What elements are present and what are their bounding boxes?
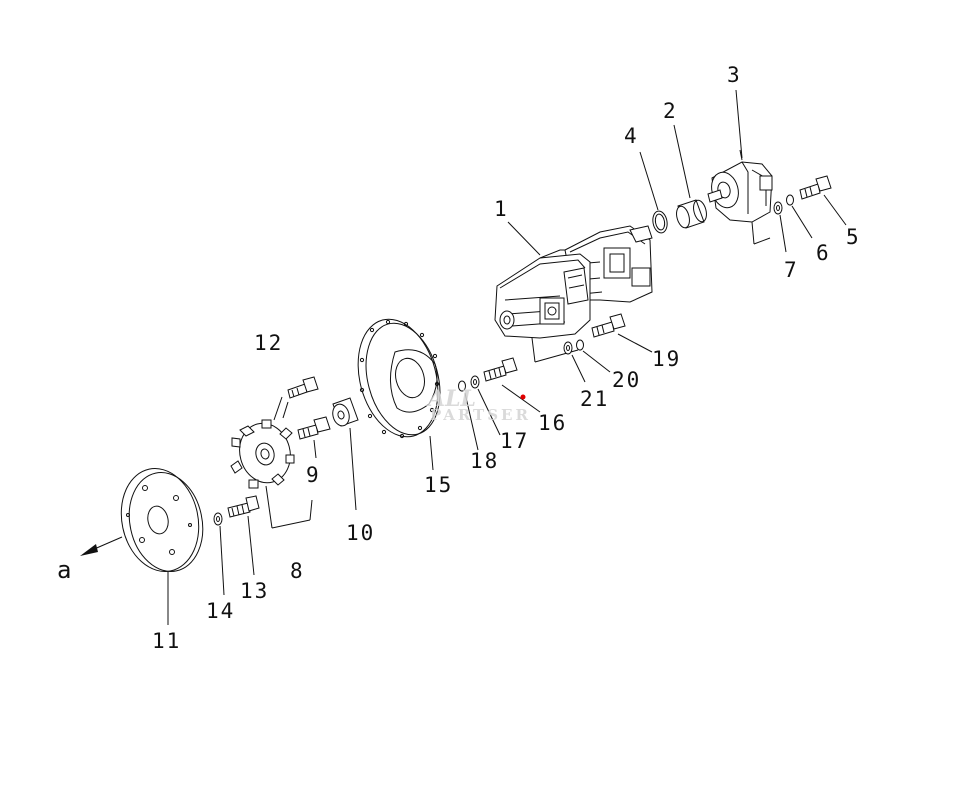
label-part-4: 4 bbox=[624, 124, 639, 148]
part-3-gear-pump bbox=[707, 89, 773, 245]
part-9-bolt bbox=[297, 416, 331, 459]
part-16-bolt bbox=[483, 357, 541, 413]
part-2-sleeve bbox=[673, 124, 707, 229]
part-20-washer bbox=[576, 339, 611, 373]
part-8-coupling bbox=[230, 419, 313, 529]
part-19-bolt bbox=[591, 313, 653, 353]
label-part-18: 18 bbox=[470, 449, 499, 473]
label-part-17: 17 bbox=[500, 429, 529, 453]
label-part-15: 15 bbox=[424, 473, 453, 497]
part-17-washer bbox=[470, 375, 501, 436]
part-11-flywheel bbox=[120, 468, 204, 625]
label-part-2: 2 bbox=[663, 99, 678, 123]
label-part-13: 13 bbox=[240, 579, 269, 603]
direction-arrow bbox=[80, 536, 123, 556]
svg-text:PARTSER: PARTSER bbox=[430, 406, 531, 424]
label-part-6: 6 bbox=[816, 241, 831, 265]
label-part-1: 1 bbox=[494, 197, 509, 221]
label-part-3: 3 bbox=[727, 63, 742, 87]
part-6-washer bbox=[786, 194, 813, 239]
direction-label: a bbox=[57, 556, 73, 584]
part-14-washer bbox=[213, 512, 225, 596]
label-part-20: 20 bbox=[612, 368, 641, 392]
label-part-8: 8 bbox=[290, 559, 305, 583]
part-10-spacer bbox=[332, 397, 359, 511]
part-12-bolt bbox=[273, 376, 319, 421]
svg-text:ALL: ALL bbox=[426, 386, 476, 412]
part-5-bolt bbox=[799, 175, 847, 226]
label-part-7: 7 bbox=[784, 258, 799, 282]
label-part-14: 14 bbox=[206, 599, 235, 623]
label-part-5: 5 bbox=[846, 225, 861, 249]
watermark-logo: ALL PARTSER bbox=[426, 386, 531, 424]
label-part-10: 10 bbox=[346, 521, 375, 545]
label-part-9: 9 bbox=[306, 463, 321, 487]
label-part-21: 21 bbox=[580, 387, 609, 411]
part-18-washer bbox=[458, 380, 479, 451]
label-part-16: 16 bbox=[538, 411, 567, 435]
part-15-housing bbox=[357, 318, 441, 471]
part-21-washer bbox=[563, 341, 586, 383]
label-part-12: 12 bbox=[254, 331, 283, 355]
label-part-19: 19 bbox=[652, 347, 681, 371]
part-4-o-ring bbox=[639, 151, 668, 234]
label-part-11: 11 bbox=[152, 629, 181, 653]
part-7-washer bbox=[773, 201, 787, 253]
part-1-main-pump bbox=[494, 221, 653, 363]
part-13-bolt bbox=[227, 495, 260, 576]
